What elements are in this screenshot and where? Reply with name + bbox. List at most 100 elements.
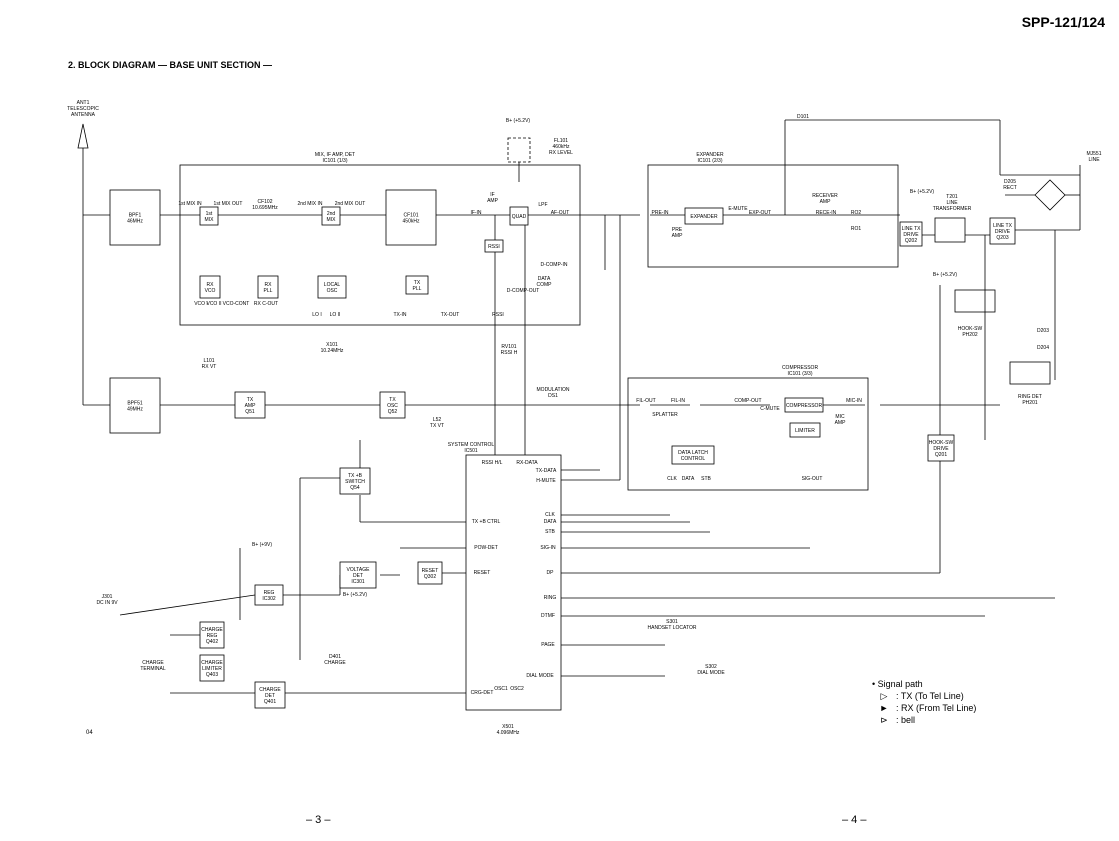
block-box — [989, 217, 1016, 245]
tx-arrow-icon: ▷ — [880, 691, 888, 701]
block-splatter: SPLATTER — [652, 412, 678, 418]
block-label: BPF1 — [129, 213, 142, 219]
block-label: DET — [353, 573, 363, 579]
block-label: Q402 — [206, 639, 218, 645]
pin-label-clk: CLK — [667, 476, 677, 482]
block-box — [199, 654, 225, 682]
block-label: LPF — [538, 202, 547, 208]
pin-label-ro1: RO1 — [851, 226, 862, 232]
legend-row-rx: ►: RX (From Tel Line) — [872, 702, 977, 714]
legend-row-bell: ⊳: bell — [872, 714, 976, 726]
block-label: RECT — [1003, 185, 1017, 191]
block-box — [254, 584, 284, 606]
pin-label-bplus52c: B+ (+5.2V) — [933, 272, 958, 278]
block-label: Q401 — [264, 699, 276, 705]
block-label: 450kHz — [403, 219, 420, 225]
pin-label-lo1: LO I — [312, 312, 321, 318]
block-label: TX — [389, 397, 396, 403]
block-label: HANDSET LOCATOR — [648, 625, 697, 631]
pin-label-stbp: STB — [545, 529, 555, 535]
block-quad: QUAD — [509, 206, 529, 226]
block-box — [339, 561, 377, 589]
block-box — [109, 189, 161, 246]
block-label: TELESCOPIC — [67, 106, 99, 112]
pin-label-ifin: IF-IN — [470, 210, 481, 216]
pin-label-rxcout: RX C-OUT — [254, 301, 278, 307]
block-label: D101 — [797, 114, 809, 120]
block-label: PH201 — [1022, 400, 1038, 406]
block-label: D204 — [1037, 345, 1049, 351]
block-label: TX VT — [430, 423, 444, 429]
block-label: OSC — [387, 403, 398, 409]
block-label: IC101 (1/3) — [322, 158, 347, 164]
block-label: DET — [265, 693, 275, 699]
pin-label-datap: DATA — [544, 519, 557, 525]
block-label: D401 — [329, 654, 341, 660]
block-label: RV101 — [501, 344, 516, 350]
pin-label-txbctrl: TX +B CTRL — [472, 519, 501, 525]
block-label: SYSTEM CONTROL — [448, 442, 495, 448]
block-label: E-MUTE — [728, 206, 748, 212]
block-label: 46MHz — [127, 219, 143, 225]
block-label: CHARGE — [201, 627, 223, 633]
block-label: L101 — [203, 358, 214, 364]
block-label: COMP — [537, 282, 553, 288]
block-label: Q202 — [905, 238, 917, 244]
block-label: 2nd — [327, 211, 336, 217]
block-box — [199, 621, 225, 649]
block-label: VOLTAGE — [347, 567, 371, 573]
block-label: HOOK-SW — [958, 326, 983, 332]
block-label: LOCAL — [324, 282, 341, 288]
block-label: MJ551 — [1086, 151, 1101, 157]
block-d203: D203 — [1037, 328, 1049, 334]
block-label: RECEIVER — [812, 193, 838, 199]
block-label: MIC — [835, 414, 845, 420]
diagram-pin-labels: B+ (+5.2V)B+ (+5.2V)B+ (+5.2V)B+ (+9V)B+… — [178, 118, 957, 696]
block-label: 4.096MHz — [497, 730, 520, 736]
block-box — [405, 275, 429, 295]
block-label: DRIVE — [903, 232, 919, 238]
pin-label-resetp: RESET — [474, 570, 491, 576]
block-label: X101 — [326, 342, 338, 348]
block-label: PLL — [264, 288, 273, 294]
block-label: RING DET — [1018, 394, 1042, 400]
block-label: HOOK-SW — [929, 440, 954, 446]
block-label: DS1 — [548, 393, 558, 399]
block-label: SWITCH — [345, 479, 365, 485]
pin-label-page: PAGE — [541, 642, 555, 648]
pin-label-txin: TX-IN — [393, 312, 406, 318]
pin-label-dcompout: D-COMP-OUT — [507, 288, 540, 294]
block-box — [899, 221, 923, 247]
block-label: FL101 — [554, 138, 568, 144]
block-label: DATA — [538, 276, 551, 282]
block-label: DRIVE — [995, 229, 1011, 235]
legend-title: • Signal path — [872, 679, 923, 689]
block-label: MIX, IF AMP, DET — [315, 152, 355, 158]
block-label: TX — [414, 280, 421, 286]
block-label: DRIVE — [933, 446, 949, 452]
block-limiter: LIMITER — [789, 422, 821, 438]
pin-label-compout: COMP-OUT — [734, 398, 761, 404]
block-label: RX LEVEL — [549, 150, 573, 156]
